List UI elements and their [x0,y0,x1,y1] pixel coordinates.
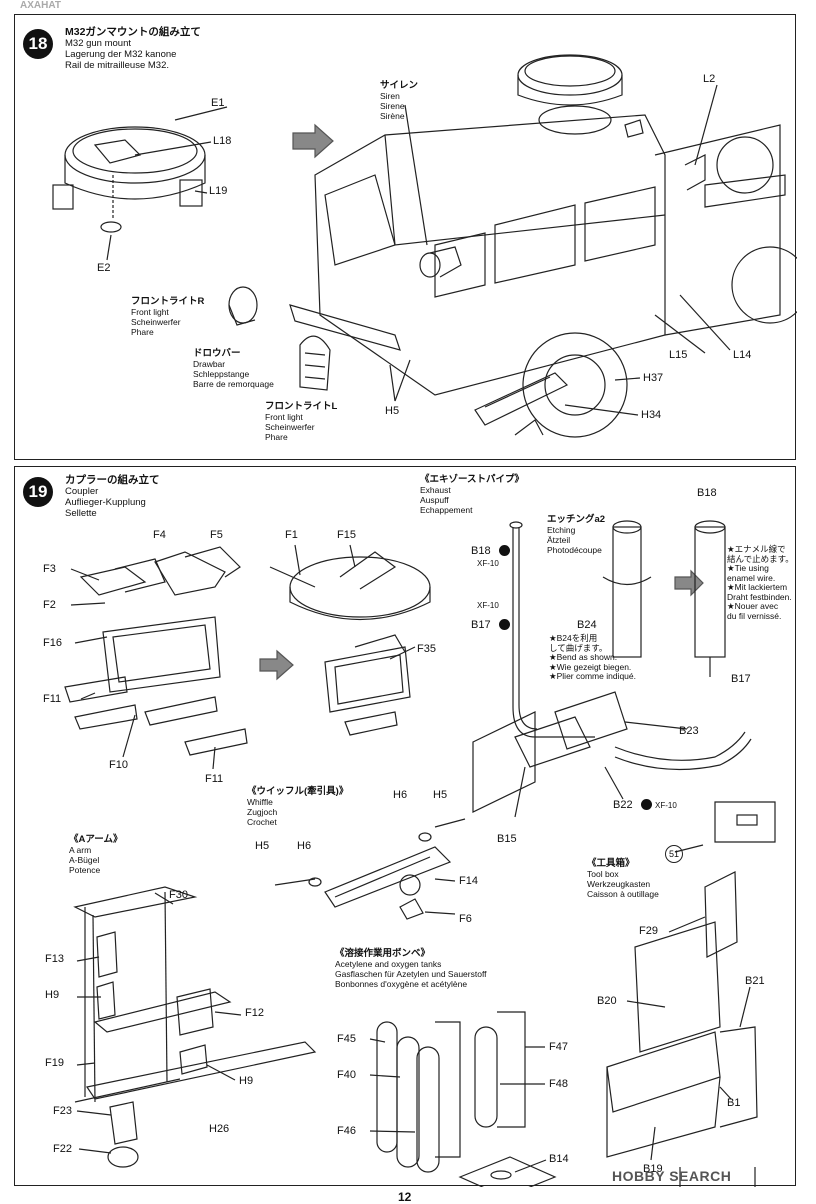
step-number-badge: 18 [23,29,53,59]
step-18-title-fr: Rail de mitrailleuse M32. [65,60,170,71]
etching-label: エッチングa2 Etching Ätzteil Photodécoupe [547,514,606,556]
part-label: F40 [337,1069,356,1081]
part-label: B20 [597,995,617,1007]
step-18-title-en: M32 gun mount [65,38,132,49]
part-label: B17 [471,619,491,631]
paint-dot-icon [499,619,510,630]
step-19-title-en: Coupler [65,486,99,497]
front-light-r-label: フロントライトR Front light Scheinwerfer Phare [131,296,205,338]
step-18-title-de: Lagerung der M32 kanone [65,49,177,60]
drawbar-label: ドロウバー Drawbar Schleppstange Barre de rem… [193,348,274,390]
step-number-badge: 19 [23,477,53,507]
part-label: L18 [213,135,232,147]
page-header-fragment: AXAHAT [20,0,61,11]
page-number: 12 [398,1190,412,1204]
paint-dot-icon [499,545,510,556]
tanks-label: 《溶接作業用ボンベ》 Acetylene and oxygen tanks Ga… [335,948,487,990]
part-label: H6 [297,840,312,852]
whiffle-label: 《ウイッフル(牽引具)》 Whiffle Zugjoch Crochet [247,786,349,828]
part-label: B14 [549,1153,569,1165]
paint-dot-icon [641,799,652,810]
step-18-drawing [52,54,797,438]
part-label: B23 [679,725,699,737]
part-label: F45 [337,1033,356,1045]
part-label: L19 [209,185,228,197]
part-label: F23 [53,1105,72,1117]
step-19-title-de: Auflieger-Kupplung [65,497,146,508]
part-label: F11 [43,693,62,705]
part-label: B1 [727,1097,741,1109]
part-label: F19 [45,1057,64,1069]
part-label: H26 [209,1123,230,1135]
part-label: L15 [669,349,688,361]
step-18-title-jp: M32ガンマウントの組み立て [65,26,201,38]
part-label: H9 [45,989,60,1001]
part-label: F30 [169,889,188,901]
step-19-title: カプラーの組み立て Coupler Auflieger-Kupplung Sel… [65,474,160,520]
part-label: F35 [417,643,436,655]
part-label: B22 [613,799,633,811]
siren-label: サイレン Siren Sirene Sirène [380,80,419,122]
part-label: F1 [285,529,298,541]
part-label: H34 [641,409,662,421]
part-label: F5 [210,529,223,541]
part-label: H6 [393,789,408,801]
part-label: E1 [211,97,225,109]
part-label: F4 [153,529,166,541]
step-reference-badge: 51 [665,845,683,863]
paint-code: XF-10 [477,601,499,610]
part-label: H5 [385,405,400,417]
a-arm-label: 《Aアーム》 A arm A-Bügel Potence [69,834,123,876]
part-label: L14 [733,349,752,361]
part-label: E2 [97,262,111,274]
part-label: F2 [43,599,56,611]
part-label: B18 [471,545,491,557]
part-label: H9 [239,1075,254,1087]
part-label: F22 [53,1143,72,1155]
part-label: B18 [697,487,717,499]
bend-note: ★B24を利用 して曲げます。 ★Bend as shown. ★Wie gez… [549,633,636,681]
part-label: B17 [731,673,751,685]
part-label: F29 [639,925,658,937]
part-label: F11 [205,773,224,785]
step-18-panel: 18 M32ガンマウントの組み立て M32 gun mount Lagerung… [14,14,797,460]
part-label: F10 [109,759,128,771]
part-label: H5 [433,789,448,801]
enamel-wire-note: ★エナメル線で 結んで止めます。 ★Tie using enamel wire.… [727,544,794,621]
part-label: F48 [549,1078,568,1090]
part-label: B24 [577,619,597,631]
paint-code: XF-10 [477,559,499,568]
part-label: B19 [643,1163,663,1175]
exhaust-label: 《エキゾーストパイプ》 Exhaust Auspuff Echappement [420,474,525,516]
step-19-title-jp: カプラーの組み立て [65,474,160,486]
part-label: L2 [703,73,716,85]
part-label: F6 [459,913,472,925]
part-label: H37 [643,372,664,384]
step-19-drawing [64,520,776,1187]
part-label: F3 [43,563,56,575]
step-19-title-fr: Sellette [65,508,97,519]
paint-code: XF-10 [655,801,677,810]
watermark: HOBBY SEARCH [612,1168,732,1184]
step-18-title: M32ガンマウントの組み立て M32 gun mount Lagerung de… [65,26,201,72]
part-label: H5 [255,840,270,852]
part-label: B15 [497,833,517,845]
step-19-panel: 19 カプラーの組み立て Coupler Auflieger-Kupplung … [14,466,796,1187]
part-label: B21 [745,975,765,987]
part-label: F47 [549,1041,568,1053]
part-label: F46 [337,1125,356,1137]
front-light-l-label: フロントライトL Front light Scheinwerfer Phare [265,401,338,443]
toolbox-label: 《工具箱》 Tool box Werkzeugkasten Caisson à … [587,858,659,900]
part-label: F13 [45,953,64,965]
part-label: F16 [43,637,62,649]
part-label: F12 [245,1007,264,1019]
part-label: F15 [337,529,356,541]
part-label: F14 [459,875,478,887]
